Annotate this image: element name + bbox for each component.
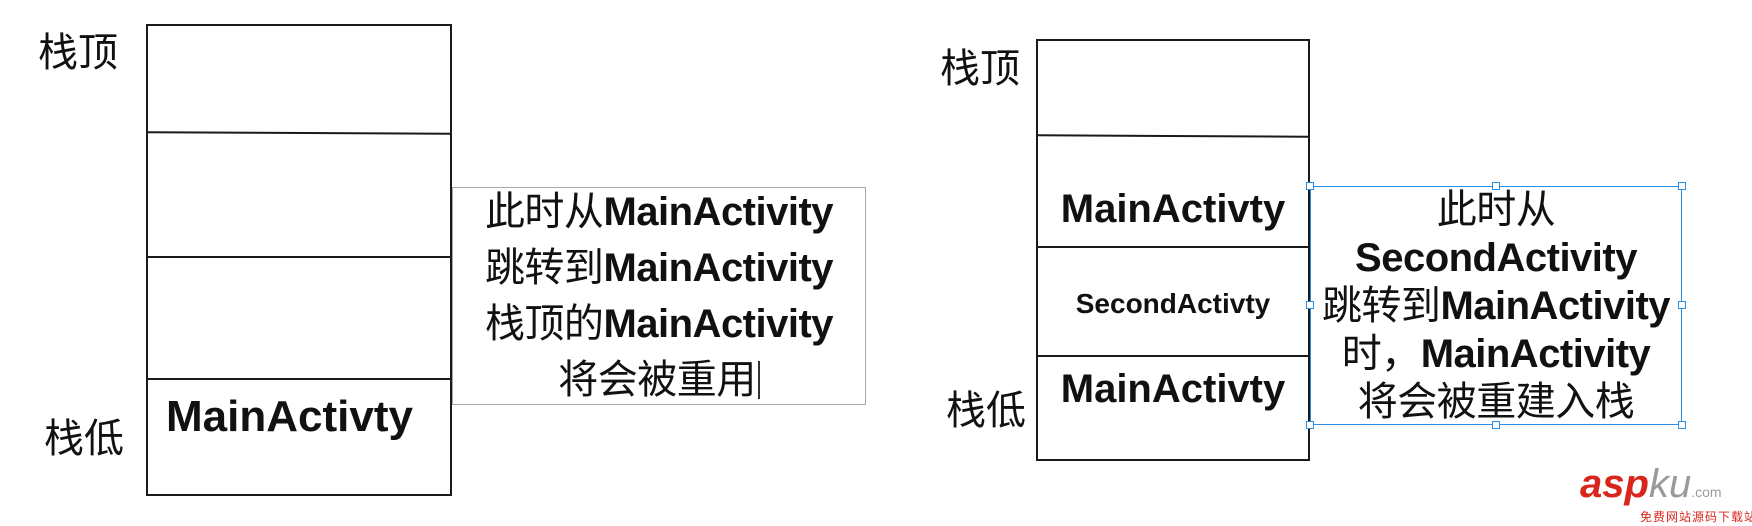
left-top-label: 栈顶	[38, 30, 118, 76]
right-note[interactable]: 此时从 SecondActivity 跳转到MainActivity 时，Mai…	[1310, 186, 1682, 425]
left-stack-slot-bottom: MainActivty	[166, 392, 413, 441]
resize-handle-top-left[interactable]	[1306, 182, 1314, 190]
watermark-tagline: 免费网站源码下载站!	[1640, 510, 1752, 524]
right-stack-separator-3	[1038, 355, 1308, 357]
right-bottom-label: 栈低	[946, 388, 1026, 434]
resize-handle-bottom-left[interactable]	[1306, 421, 1314, 429]
right-stack-slot-bottom: MainActivty	[1060, 366, 1286, 411]
left-note-line-2: 跳转到MainActivity	[484, 245, 834, 291]
left-stack-separator-3	[148, 378, 450, 380]
left-note-line-3: 栈顶的MainActivity	[484, 301, 834, 347]
right-stack-slot-upper: MainActivty	[1060, 186, 1286, 231]
left-stack: MainActivty	[146, 24, 452, 496]
right-note-line-1: 此时从	[1436, 186, 1556, 233]
resize-handle-top-center[interactable]	[1492, 182, 1500, 190]
right-note-line-5: 将会被重建入栈	[1357, 378, 1635, 425]
resize-handle-middle-left[interactable]	[1306, 301, 1314, 309]
left-stack-separator-1	[147, 131, 451, 135]
resize-handle-bottom-center[interactable]	[1492, 421, 1500, 429]
resize-handle-middle-right[interactable]	[1678, 301, 1686, 309]
right-stack-separator-2	[1038, 246, 1308, 248]
right-stack-slot-middle: SecondActivty	[1075, 288, 1271, 319]
text-cursor	[757, 361, 760, 399]
right-top-label: 栈顶	[940, 46, 1020, 92]
right-stack-separator-1	[1037, 134, 1309, 138]
resize-handle-bottom-right[interactable]	[1678, 421, 1686, 429]
resize-handle-top-right[interactable]	[1678, 182, 1686, 190]
left-note-line-4: 将会被重用	[453, 352, 865, 408]
left-note: 此时从MainActivity 跳转到MainActivity 栈顶的MainA…	[452, 187, 866, 405]
left-bottom-label: 栈低	[44, 416, 124, 462]
watermark-logo: aspku.com	[1580, 462, 1722, 506]
right-note-line-4: 时，MainActivity	[1341, 330, 1651, 377]
right-note-line-3: 跳转到MainActivity	[1321, 282, 1671, 329]
right-stack: MainActivty SecondActivty MainActivty	[1036, 39, 1310, 461]
left-note-line-1: 此时从MainActivity	[484, 189, 834, 235]
left-stack-separator-2	[148, 256, 450, 258]
right-note-line-2: SecondActivity	[1355, 235, 1637, 280]
